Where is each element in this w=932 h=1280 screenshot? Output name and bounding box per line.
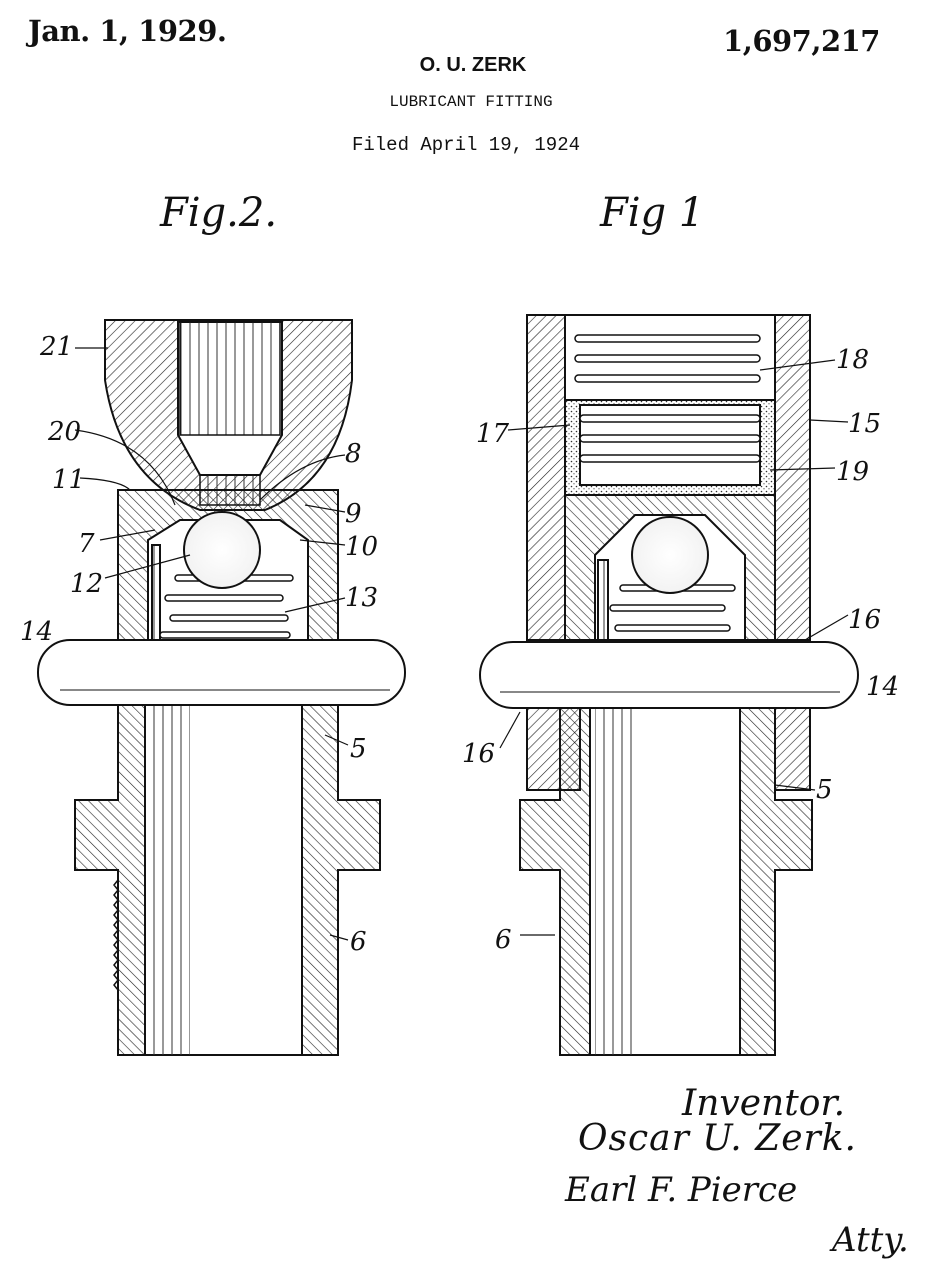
filed-date: Filed April 19, 1924 — [351, 134, 581, 156]
fig2-label: Fig.2. — [160, 190, 278, 236]
attorney-label: Atty. — [832, 1220, 909, 1260]
ref-14: 14 — [20, 617, 53, 647]
fig2-spring — [159, 574, 294, 639]
ref-18: 18 — [836, 345, 869, 375]
fig2-ball-valve — [183, 511, 261, 589]
fig2-ring — [37, 639, 406, 706]
fig1-spring — [574, 334, 761, 463]
ref-5: 5 — [350, 734, 367, 764]
ref-14: 14 — [866, 672, 899, 702]
ref-10: 10 — [345, 532, 378, 562]
ref-5: 5 — [816, 775, 833, 805]
ref-12: 12 — [70, 569, 103, 599]
ref-7: 7 — [78, 529, 95, 559]
ref-6: 6 — [495, 925, 512, 955]
inventor-name: O. U. ZERK — [419, 54, 527, 76]
ref-13: 13 — [345, 583, 378, 613]
fig2-drawing — [37, 319, 406, 1056]
fig1-label: Fig 1 — [600, 190, 705, 236]
ref-21: 21 — [39, 332, 73, 362]
ref-11: 11 — [52, 465, 85, 495]
fig1-ball-valve — [631, 516, 709, 594]
ref-9: 9 — [345, 499, 362, 529]
inventor-label: Inventor. — [682, 1083, 846, 1124]
ref-20: 20 — [47, 417, 81, 447]
patent-title: LUBRICANT FITTING — [389, 93, 553, 111]
attorney-signature: Earl F. Pierce — [565, 1170, 798, 1210]
ref-16: 16 — [462, 739, 495, 769]
ref-15: 15 — [848, 409, 881, 439]
ref-16: 16 — [848, 605, 881, 635]
inventor-signature: Oscar U. Zerk. — [578, 1118, 857, 1159]
ref-17: 17 — [476, 419, 510, 449]
ref-19: 19 — [836, 457, 869, 487]
ref-8: 8 — [345, 439, 362, 469]
patent-date: Jan. 1, 1929. — [28, 14, 227, 48]
fig1-ring — [479, 641, 859, 709]
ref-6: 6 — [350, 927, 367, 957]
patent-number: 1,697,217 — [723, 24, 880, 58]
fig1-drawing — [479, 314, 859, 1056]
